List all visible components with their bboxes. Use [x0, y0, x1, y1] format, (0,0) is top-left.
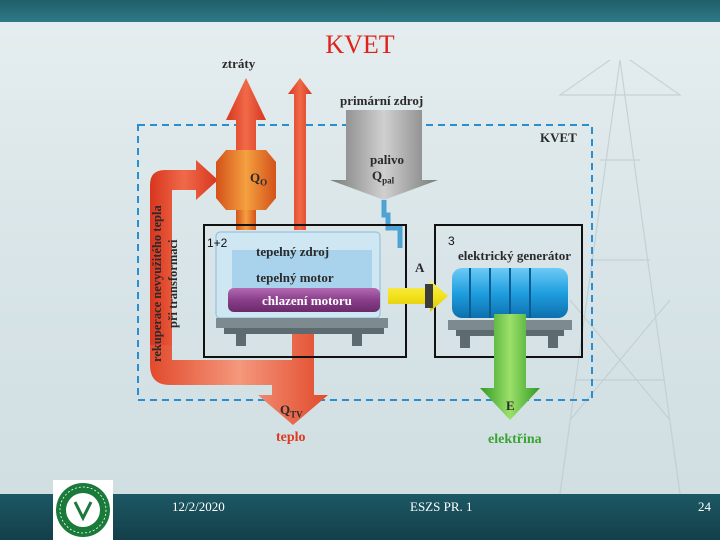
- fuel-pipe: [381, 200, 403, 248]
- heat-source-label: tepelný zdroj: [256, 244, 330, 259]
- recuperation-arrow: [150, 160, 218, 350]
- generator-label: elektrický generátor: [458, 248, 571, 263]
- heat-engine: [215, 231, 388, 346]
- faculty-logo: [53, 480, 113, 540]
- heat-output-caption: teplo: [276, 430, 306, 445]
- background-pylon: [558, 59, 682, 495]
- mechanical-work-label: A: [415, 260, 425, 275]
- electric-energy-label: E: [506, 398, 515, 413]
- losses-heat-label: QO: [250, 170, 268, 188]
- fuel-label: palivo: [370, 152, 404, 167]
- losses-arrow: [226, 78, 266, 150]
- primary-source-label: primární zdroj: [340, 93, 424, 108]
- mechanical-shaft: [388, 280, 448, 312]
- fuel-heat-label: Qpal: [372, 168, 395, 186]
- heat-output-label: QTV: [280, 402, 303, 420]
- footer-bar: [0, 494, 720, 540]
- footer-course: ESZS PR. 1: [410, 499, 473, 514]
- kvet-boundary: [137, 124, 593, 401]
- block-3-label: 3: [448, 234, 455, 248]
- engine-cooling-label: chlazení motoru: [262, 293, 352, 308]
- footer-date: 12/2/2020: [172, 499, 225, 514]
- page-title: KVET: [325, 30, 395, 59]
- kvet-boundary-label: KVET: [540, 130, 577, 145]
- losses-duct: [236, 210, 256, 230]
- recuperation-label-line1: rekuperace nevyužitého tepla: [150, 205, 164, 362]
- loss-vertical-arrow: [288, 78, 312, 230]
- electricity-caption: elektřina: [488, 432, 542, 447]
- page-number: 24: [698, 499, 711, 514]
- losses-label: ztráty: [222, 56, 256, 71]
- electricity-arrow: [480, 314, 540, 420]
- fuel-arrow: [330, 110, 438, 200]
- heat-engine-label: tepelný motor: [256, 270, 334, 285]
- heat-flow-arrow: [150, 320, 328, 425]
- top-bar: [0, 0, 720, 22]
- block-1-2-label: 1+2: [207, 236, 228, 250]
- recuperation-label-line2: při transformaci: [166, 239, 180, 328]
- losses-box: [216, 150, 276, 210]
